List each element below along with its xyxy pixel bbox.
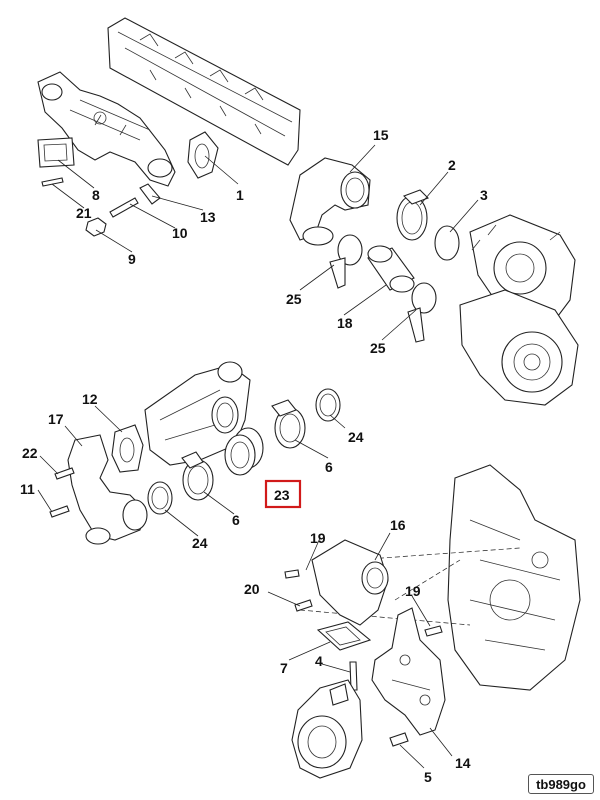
callout-24-lower[interactable]: 24 [192,535,208,551]
callout-5[interactable]: 5 [424,769,432,785]
bolt-20 [294,599,313,612]
turbocharger [459,214,579,406]
hose-sleeve-18 [367,245,415,293]
callout-20[interactable]: 20 [244,581,260,597]
callout-15[interactable]: 15 [373,127,389,143]
turbine-outlet-elbow [291,679,363,779]
callout-22[interactable]: 22 [22,445,38,461]
stud-21 [41,177,64,187]
highlight-box-23 [264,479,302,509]
callout-18[interactable]: 18 [337,315,353,331]
gasket-8 [37,137,75,168]
drawing-code-label: tb989go [528,774,594,794]
callout-24-upper[interactable]: 24 [348,429,364,445]
bolt-19-right [424,625,443,637]
seal-ring-3 [434,225,460,261]
gasket-12 [111,424,144,473]
seal-ring-24-upper [315,388,341,422]
cylinder-head [107,17,301,166]
callout-16[interactable]: 16 [390,517,406,533]
callout-3[interactable]: 3 [480,187,488,203]
callout-6-upper[interactable]: 6 [325,459,333,475]
callout-21[interactable]: 21 [76,205,92,221]
gasket-7 [316,621,372,651]
clamp-2 [396,189,429,241]
callout-25-lower[interactable]: 25 [370,340,386,356]
callout-6-lower[interactable]: 6 [232,512,240,528]
bolt-19-left [284,569,300,579]
callout-23[interactable]: 23 [274,487,290,503]
bolt-22 [54,467,75,480]
support-bracket-14 [371,607,446,736]
stud-4 [349,661,358,691]
callout-11[interactable]: 11 [20,481,35,497]
nut-9 [85,217,107,237]
clamp-6-upper [271,399,306,449]
callout-1[interactable]: 1 [236,187,244,203]
elbow-bracket-17 [67,434,148,545]
callout-labels: 1 2 3 4 5 6 6 7 8 9 10 11 12 13 14 15 16… [20,127,488,785]
bolt-5 [389,732,409,747]
callout-7[interactable]: 7 [280,660,288,676]
exhaust-manifold [37,71,176,187]
bolt-11 [49,505,70,518]
seal-ring-24-lower [147,481,173,515]
callout-4[interactable]: 4 [315,653,323,669]
clamp-25-lower [407,282,437,343]
engine-block-front [447,464,581,691]
callout-14[interactable]: 14 [455,755,471,771]
callout-9[interactable]: 9 [128,251,136,267]
callout-13[interactable]: 13 [200,209,216,225]
callout-12[interactable]: 12 [82,391,98,407]
callout-2[interactable]: 2 [448,157,456,173]
clamp-6-lower [181,451,214,501]
outlet-elbow-16 [311,539,389,626]
spacer-sleeve-13 [139,183,161,205]
callout-17[interactable]: 17 [48,411,64,427]
clamp-25-upper [329,234,363,289]
leader-lines [37,144,479,769]
callout-10[interactable]: 10 [172,225,188,241]
callout-19-left[interactable]: 19 [310,530,326,546]
callout-25-upper[interactable]: 25 [286,291,302,307]
intake-elbow-15 [289,157,371,246]
gasket-1 [187,131,219,179]
callout-19-right[interactable]: 19 [405,583,421,599]
callout-8[interactable]: 8 [92,187,100,203]
bellows-pipe-23 [224,427,264,476]
bolt-10 [109,197,139,218]
